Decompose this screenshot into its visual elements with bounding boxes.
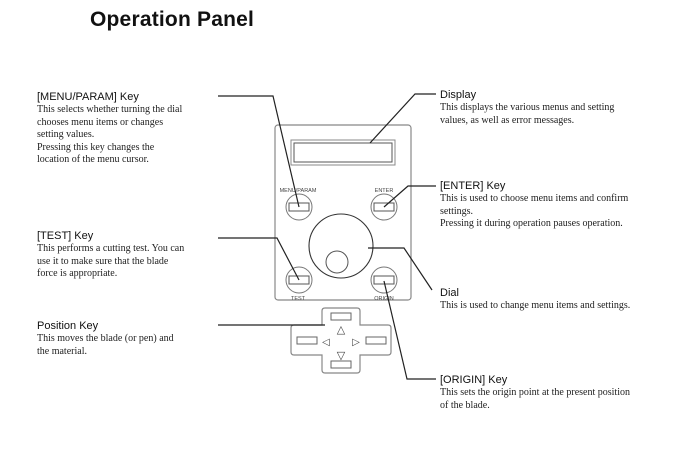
callout-display: Display This displays the various menus … (440, 89, 680, 127)
callout-dial: Dial This is used to change menu items a… (440, 287, 680, 313)
callout-menu-param: [MENU/PARAM] Key This selects whether tu… (37, 91, 227, 167)
callout-heading: Display (440, 89, 477, 101)
leader-line-enter (383, 185, 436, 208)
callout-description: This is used to change menu items and se… (440, 300, 631, 311)
display-screen (293, 142, 393, 163)
callout-description: This moves the blade (or pen) and the ma… (37, 333, 174, 357)
dial[interactable] (308, 213, 374, 279)
callout-description: This is used to choose menu items and co… (440, 193, 629, 229)
callout-heading: Dial (440, 287, 459, 299)
leader-line-menu-param (218, 95, 300, 208)
callout-enter-key: [ENTER] Key This is used to choose menu … (440, 180, 680, 231)
position-key-right[interactable] (365, 336, 387, 345)
leader-line-test (218, 237, 300, 281)
leader-line-display (369, 93, 436, 144)
callout-heading: [ORIGIN] Key (440, 374, 508, 386)
callout-heading: [MENU/PARAM] Key (37, 91, 139, 103)
panel-body (274, 124, 412, 301)
callout-test-key: [TEST] Key This performs a cutting test.… (37, 230, 227, 281)
arrow-up-icon: △ (337, 323, 346, 336)
callout-description: This selects whether turning the dial ch… (37, 104, 183, 165)
callout-origin-key: [ORIGIN] Key This sets the origin point … (440, 374, 680, 412)
callout-heading: [ENTER] Key (440, 180, 506, 192)
test-label: TEST (291, 296, 306, 302)
callout-heading: Position Key (37, 320, 99, 332)
arrow-left-icon: ◁ (322, 337, 330, 348)
position-key-left[interactable] (296, 336, 318, 345)
position-key-down[interactable] (330, 360, 352, 369)
arrow-down-icon: ▽ (337, 349, 346, 362)
callout-description: This displays the various menus and sett… (440, 102, 615, 126)
menu-param-label: MENU/PARAM (280, 188, 317, 194)
leader-line-origin (383, 280, 436, 380)
callout-heading: [TEST] Key (37, 230, 94, 242)
leader-line-dial (368, 247, 433, 291)
enter-label: ENTER (375, 188, 394, 194)
page-title: Operation Panel (90, 8, 255, 31)
origin-key[interactable] (370, 266, 398, 294)
position-key-up[interactable] (330, 312, 352, 321)
origin-label: ORIGIN (374, 296, 394, 302)
callout-description: This sets the origin point at the presen… (440, 387, 630, 411)
callout-description: This performs a cutting test. You can us… (37, 243, 185, 279)
callout-position-key: Position Key This moves the blade (or pe… (37, 320, 227, 358)
arrow-right-icon: ▷ (352, 337, 360, 348)
